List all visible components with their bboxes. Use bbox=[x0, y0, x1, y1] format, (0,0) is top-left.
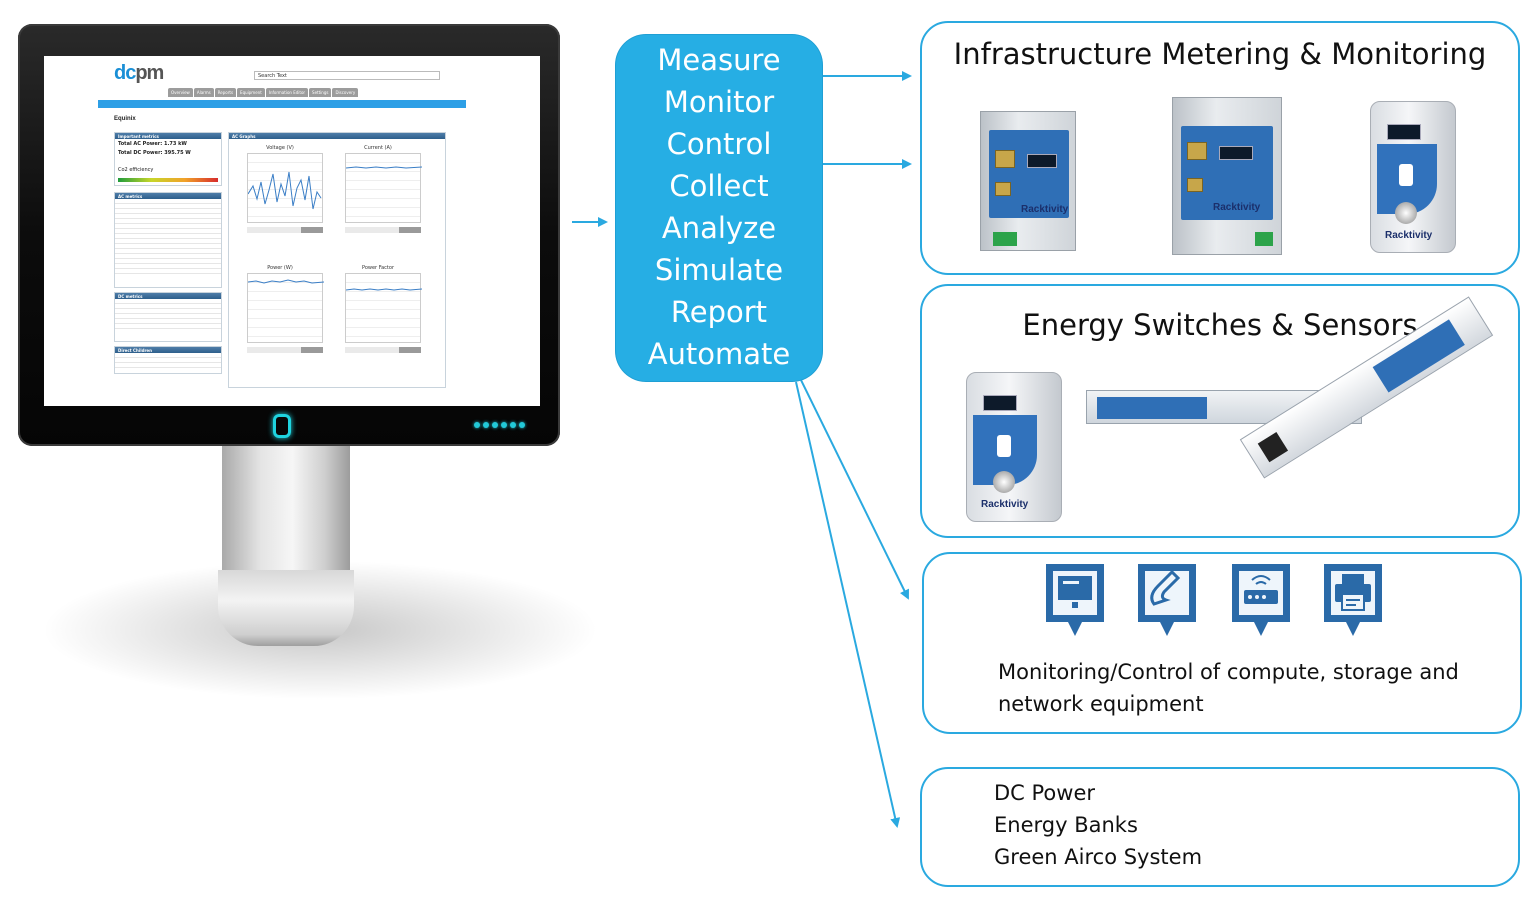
dc-card: DC Power Energy Banks Green Airco System bbox=[920, 767, 1520, 887]
power-factor-chart-title: Power Factor bbox=[361, 265, 394, 271]
tab-discovery[interactable]: Discovery bbox=[332, 88, 359, 97]
switches-card-title: Energy Switches & Sensors bbox=[1022, 308, 1418, 342]
total-dc-power: Total DC Power: 395.75 W bbox=[118, 150, 191, 156]
temperature-sensor-2-brand: Racktivity bbox=[981, 499, 1029, 510]
monitor-stand-base bbox=[218, 570, 354, 646]
co2-efficiency-label: Co2 efficiency bbox=[118, 167, 154, 173]
functions-pill: Measure Monitor Control Collect Analyze … bbox=[616, 35, 822, 381]
equipment-text-line-1: Monitoring/Control of compute, storage a… bbox=[998, 660, 1459, 684]
power-factor-line bbox=[345, 288, 423, 291]
power-line bbox=[247, 279, 325, 284]
dashboard-tabs: Overview Alarms Reports Equipment Inform… bbox=[168, 88, 359, 97]
din-meter-2-brand: Racktivity bbox=[1213, 202, 1261, 213]
monitor-status-leds bbox=[474, 422, 525, 428]
important-metrics-panel: Important metrics Total AC Power: 1.73 k… bbox=[114, 132, 222, 186]
dashboard-page-title: Equinix bbox=[114, 116, 136, 122]
temperature-sensor-1-brand: Racktivity bbox=[1385, 230, 1433, 241]
tab-information-editor[interactable]: Information Editor bbox=[265, 88, 309, 97]
direct-children-panel: Direct Children bbox=[114, 346, 222, 374]
current-chart-scroll[interactable] bbox=[345, 227, 421, 233]
power-factor-chart-scroll[interactable] bbox=[345, 347, 421, 353]
voltage-line bbox=[247, 171, 322, 210]
ac-metrics-panel: AC metrics bbox=[114, 192, 222, 288]
function-collect: Collect bbox=[669, 169, 769, 203]
dc-metrics-title: DC metrics bbox=[118, 294, 143, 299]
current-chart: Current (A) bbox=[333, 145, 423, 235]
dc-item-dc-power: DC Power bbox=[994, 781, 1096, 805]
phone-icon bbox=[1136, 560, 1198, 640]
temperature-sensor-1: Racktivity bbox=[1370, 101, 1456, 253]
arrow-to-equipment bbox=[799, 377, 909, 600]
infrastructure-card: Infrastructure Metering & Monitoring Rac… bbox=[920, 21, 1520, 275]
router-icon bbox=[1230, 560, 1292, 640]
temperature-sensor-2: Racktivity bbox=[966, 372, 1062, 522]
equipment-card: Monitoring/Control of compute, storage a… bbox=[922, 552, 1522, 734]
monitor-stand-neck bbox=[222, 440, 350, 580]
equipment-text-line-2: network equipment bbox=[998, 692, 1204, 716]
function-monitor: Monitor bbox=[663, 85, 775, 119]
current-chart-title: Current (A) bbox=[364, 145, 392, 151]
function-measure: Measure bbox=[657, 43, 781, 77]
dashboard-search-input[interactable]: Search Text bbox=[254, 71, 440, 80]
current-chart-plot bbox=[345, 153, 423, 223]
dc-item-energy-banks: Energy Banks bbox=[994, 813, 1138, 837]
direct-children-title: Direct Children bbox=[118, 348, 152, 353]
monitor-power-led-icon bbox=[273, 414, 291, 438]
direct-children-rows bbox=[115, 353, 221, 368]
dc-item-green-airco: Green Airco System bbox=[994, 845, 1203, 869]
ac-metrics-rows bbox=[115, 199, 221, 274]
din-meter-2: Racktivity bbox=[1172, 97, 1282, 255]
din-meter-1-brand: Racktivity bbox=[1021, 204, 1069, 215]
function-automate: Automate bbox=[647, 337, 791, 371]
dc-metrics-panel: DC metrics bbox=[114, 292, 222, 342]
power-chart-title: Power (W) bbox=[267, 265, 293, 271]
power-chart-plot bbox=[247, 273, 325, 343]
co2-efficiency-bar bbox=[118, 178, 218, 182]
tab-equipment[interactable]: Equipment bbox=[237, 88, 265, 97]
voltage-chart: Voltage (V) bbox=[235, 145, 325, 235]
power-factor-chart: Power Factor bbox=[333, 265, 423, 355]
ac-metrics-title: AC metrics bbox=[118, 194, 143, 199]
total-ac-power: Total AC Power: 1.73 kW bbox=[118, 141, 187, 147]
dc-metrics-rows bbox=[115, 299, 221, 329]
power-factor-chart-plot bbox=[345, 273, 423, 343]
din-meter-1: Racktivity bbox=[980, 111, 1076, 251]
voltage-chart-plot bbox=[247, 153, 323, 223]
function-report: Report bbox=[670, 295, 768, 329]
function-analyze: Analyze bbox=[661, 211, 777, 245]
current-line bbox=[345, 166, 423, 169]
function-simulate: Simulate bbox=[654, 253, 784, 287]
arrow-to-dc bbox=[795, 381, 901, 828]
tab-settings[interactable]: Settings bbox=[309, 88, 332, 97]
voltage-chart-scroll[interactable] bbox=[247, 227, 323, 233]
ac-graphs-title: AC Graphs bbox=[232, 134, 256, 139]
function-control: Control bbox=[666, 127, 772, 161]
important-metrics-title: Important metrics bbox=[118, 134, 159, 139]
monitor-icon bbox=[1044, 560, 1106, 640]
power-chart-scroll[interactable] bbox=[247, 347, 323, 353]
tab-overview[interactable]: Overview bbox=[168, 88, 193, 97]
monitor-screen: dcpm Search Text Overview Alarms Reports… bbox=[44, 56, 540, 406]
printer-icon bbox=[1322, 560, 1384, 640]
voltage-chart-title: Voltage (V) bbox=[266, 145, 294, 151]
dcpm-logo: dcpm bbox=[114, 62, 164, 84]
tab-reports[interactable]: Reports bbox=[214, 88, 237, 97]
dashboard-breadcrumb-bar bbox=[98, 100, 466, 108]
tab-alarms[interactable]: Alarms bbox=[193, 88, 214, 97]
ac-graphs-panel: AC Graphs Voltage (V) Current (A) Power … bbox=[228, 132, 446, 388]
switches-card: Energy Switches & Sensors Racktivity Rac… bbox=[920, 284, 1520, 538]
power-chart: Power (W) bbox=[235, 265, 325, 355]
infrastructure-card-title: Infrastructure Metering & Monitoring bbox=[953, 37, 1487, 71]
